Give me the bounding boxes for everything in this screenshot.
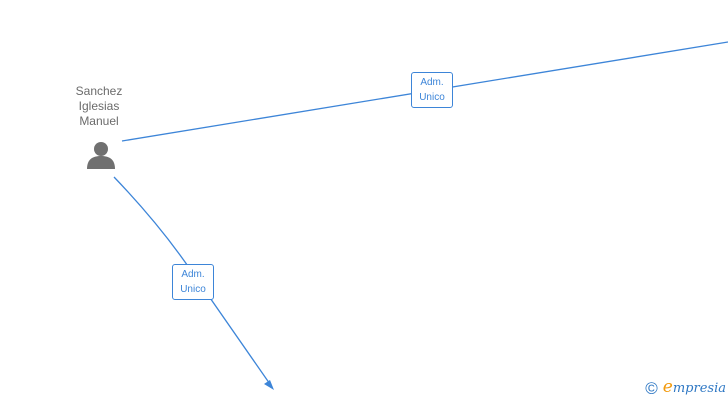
person-icon[interactable] (85, 139, 117, 171)
brand-rest: mpresia (672, 381, 726, 396)
person-name[interactable]: Sanchez Iglesias Manuel (58, 84, 140, 129)
person-name-line: Sanchez (75, 84, 123, 98)
role-label-line: Unico (419, 92, 445, 103)
role-label-line: Adm. (420, 77, 444, 88)
person-name-line: Manuel (79, 114, 119, 128)
brand-watermark: © empresia (645, 379, 726, 397)
brand-logo: empresia (663, 379, 726, 397)
role-label-adm-unico[interactable]: Adm. Unico (411, 72, 453, 108)
role-label-line: Unico (180, 284, 206, 295)
role-label-adm-unico[interactable]: Adm. Unico (172, 264, 214, 300)
copyright-icon: © (645, 378, 658, 398)
edge-arrowhead (264, 380, 274, 390)
person-name-line: Iglesias (78, 99, 120, 113)
brand-initial: e (662, 377, 673, 397)
role-label-line: Adm. (181, 269, 205, 280)
